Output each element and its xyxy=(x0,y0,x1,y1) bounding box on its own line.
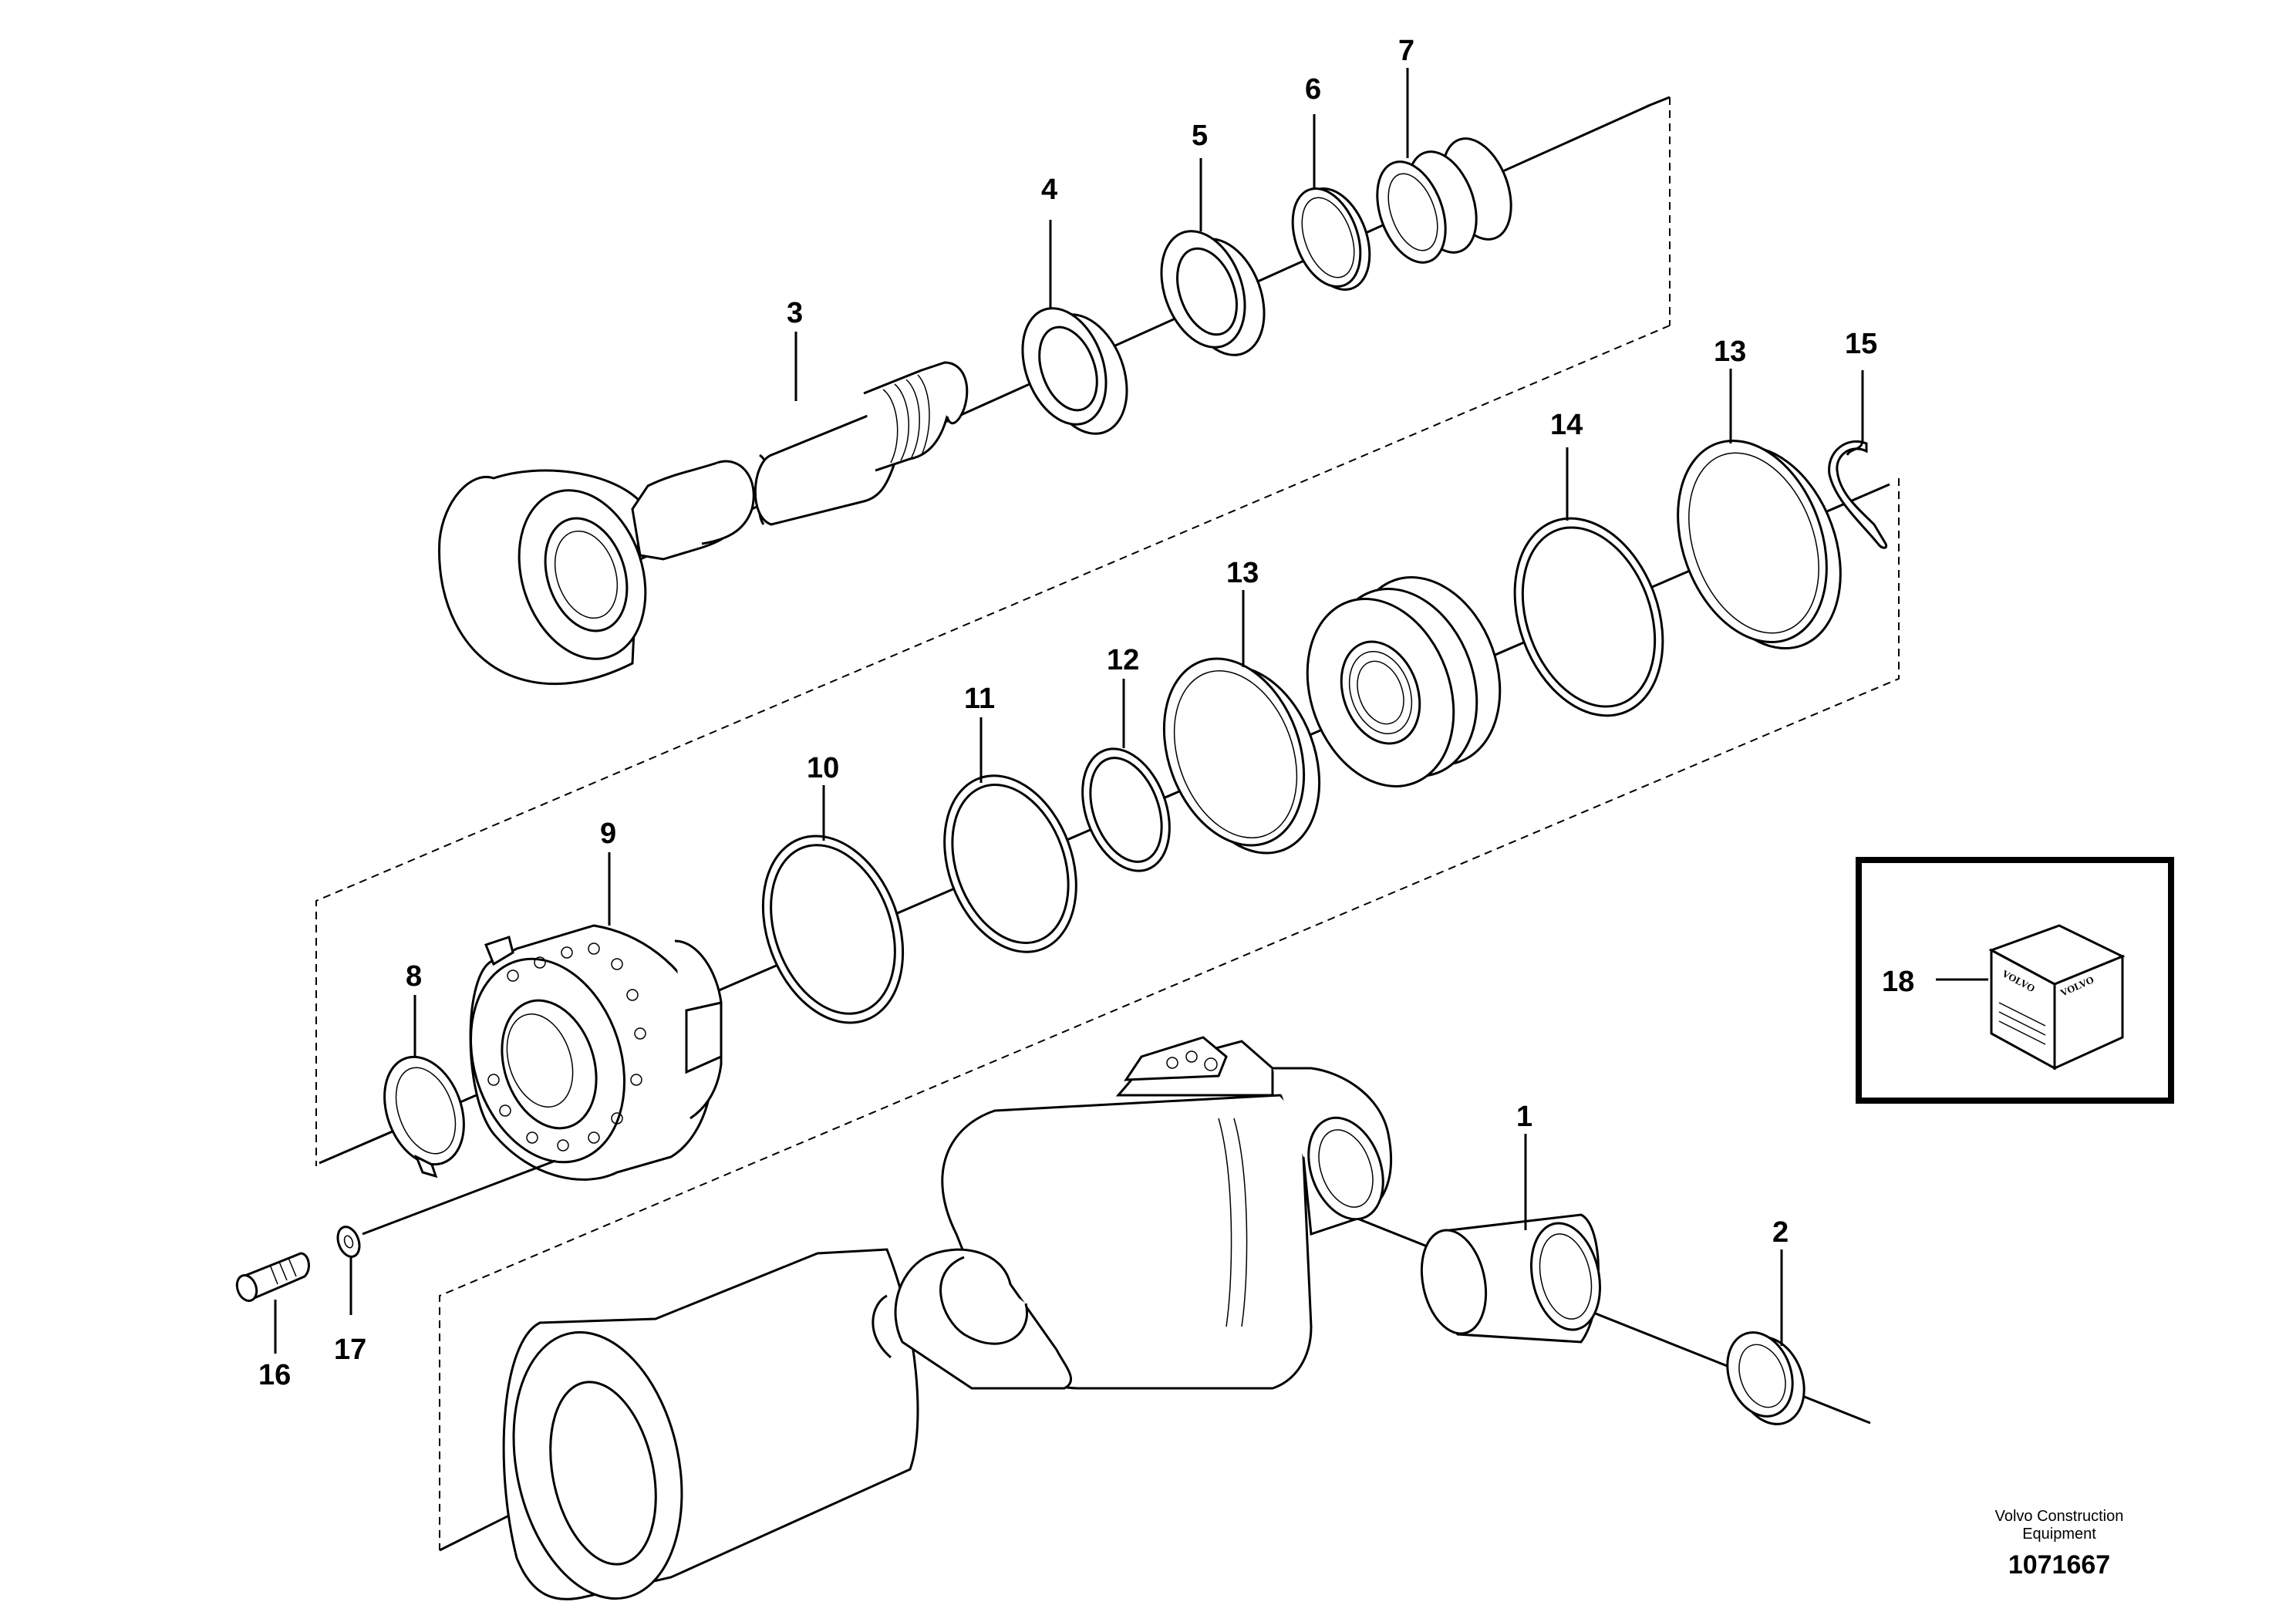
callout-14: 14 xyxy=(1550,409,1583,441)
callout-9: 9 xyxy=(600,818,616,850)
callout-7: 7 xyxy=(1398,35,1414,67)
wear-ring-13-lower xyxy=(1162,657,1321,855)
piston-head xyxy=(469,924,723,1181)
callout-17: 17 xyxy=(334,1334,366,1366)
piston-nut xyxy=(1306,576,1502,787)
o-ring-10 xyxy=(761,835,905,1024)
callout-6: 6 xyxy=(1305,73,1321,106)
callout-8: 8 xyxy=(406,960,422,993)
barrel-tube xyxy=(872,1248,1073,1390)
callout-2: 2 xyxy=(1772,1216,1789,1249)
o-ring-12 xyxy=(1081,747,1171,872)
document-number: 1071667 xyxy=(2008,1550,2110,1580)
screw-axis-line xyxy=(362,1159,556,1236)
rod-wiper-ring xyxy=(1021,307,1128,435)
wear-ring-13-upper xyxy=(1677,439,1842,650)
leader-lines xyxy=(274,68,1864,1354)
callout-12: 12 xyxy=(1107,644,1139,676)
volvo-kit-icon: VOLVO VOLVO xyxy=(1988,924,2126,1071)
callout-13-lower: 13 xyxy=(1226,557,1259,589)
bushing-seal xyxy=(1726,1331,1805,1425)
rod-frame-top-edge xyxy=(1646,96,1671,108)
piston-rod-eye xyxy=(438,454,773,686)
rod-seal-ring xyxy=(1160,230,1266,356)
rod-assembly-frame xyxy=(315,97,1671,1166)
callout-13-upper: 13 xyxy=(1714,336,1746,368)
guide-bushing xyxy=(1376,137,1512,264)
credit-line-1: Volvo Construction xyxy=(1995,1508,2124,1525)
callout-18: 18 xyxy=(1882,966,1914,998)
buffer-ring xyxy=(1291,187,1371,291)
lock-pin xyxy=(1828,440,1888,549)
credit-line-2: Equipment xyxy=(2022,1526,2096,1543)
callout-11: 11 xyxy=(964,683,995,715)
callout-5: 5 xyxy=(1192,120,1208,152)
callout-15: 15 xyxy=(1845,328,1877,360)
callout-3: 3 xyxy=(787,297,803,329)
cap-screw xyxy=(235,1252,310,1302)
snap-ring xyxy=(383,1055,465,1179)
cylinder-barrel xyxy=(502,1036,1393,1600)
piston-rod-shank xyxy=(754,361,969,526)
pivot-bushing xyxy=(1420,1213,1602,1344)
washer xyxy=(336,1226,361,1258)
callout-10: 10 xyxy=(807,752,839,784)
seal-ring-14 xyxy=(1513,517,1664,717)
backup-ring-11 xyxy=(943,774,1077,953)
callout-1: 1 xyxy=(1516,1101,1532,1133)
callout-16: 16 xyxy=(258,1359,291,1391)
callout-4: 4 xyxy=(1041,174,1057,206)
